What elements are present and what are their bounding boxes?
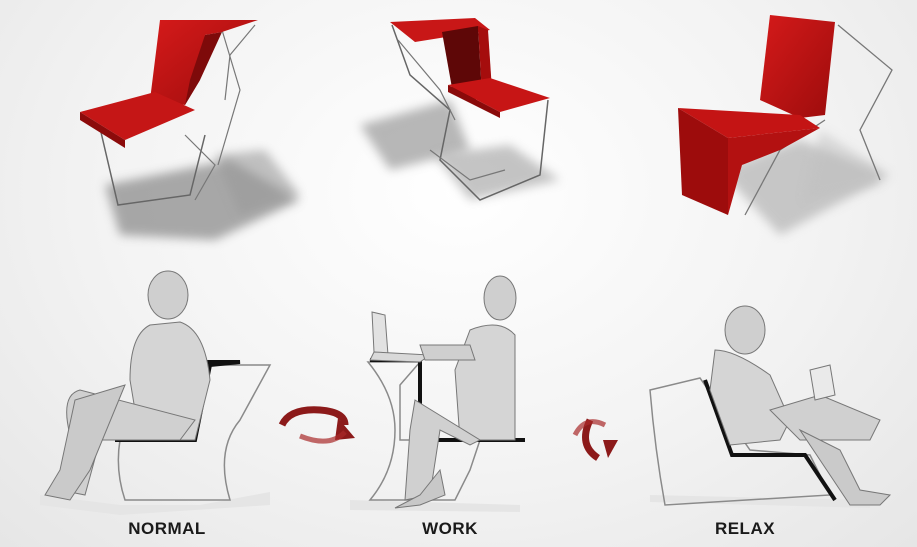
label-normal: NORMAL (112, 519, 222, 539)
illustration-work (350, 276, 525, 512)
usage-illustrations (0, 260, 917, 547)
label-work: WORK (395, 519, 505, 539)
illustration-relax (650, 306, 890, 508)
label-relax: RELAX (690, 519, 800, 539)
rotate-arrow-icon (575, 420, 618, 458)
chair-render-normal (80, 20, 300, 240)
chair-renders (0, 0, 917, 260)
illustration-normal (40, 271, 270, 515)
chair-render-relax (678, 15, 892, 235)
rotate-arrow-icon (282, 410, 355, 441)
chair-render-work (360, 18, 560, 200)
